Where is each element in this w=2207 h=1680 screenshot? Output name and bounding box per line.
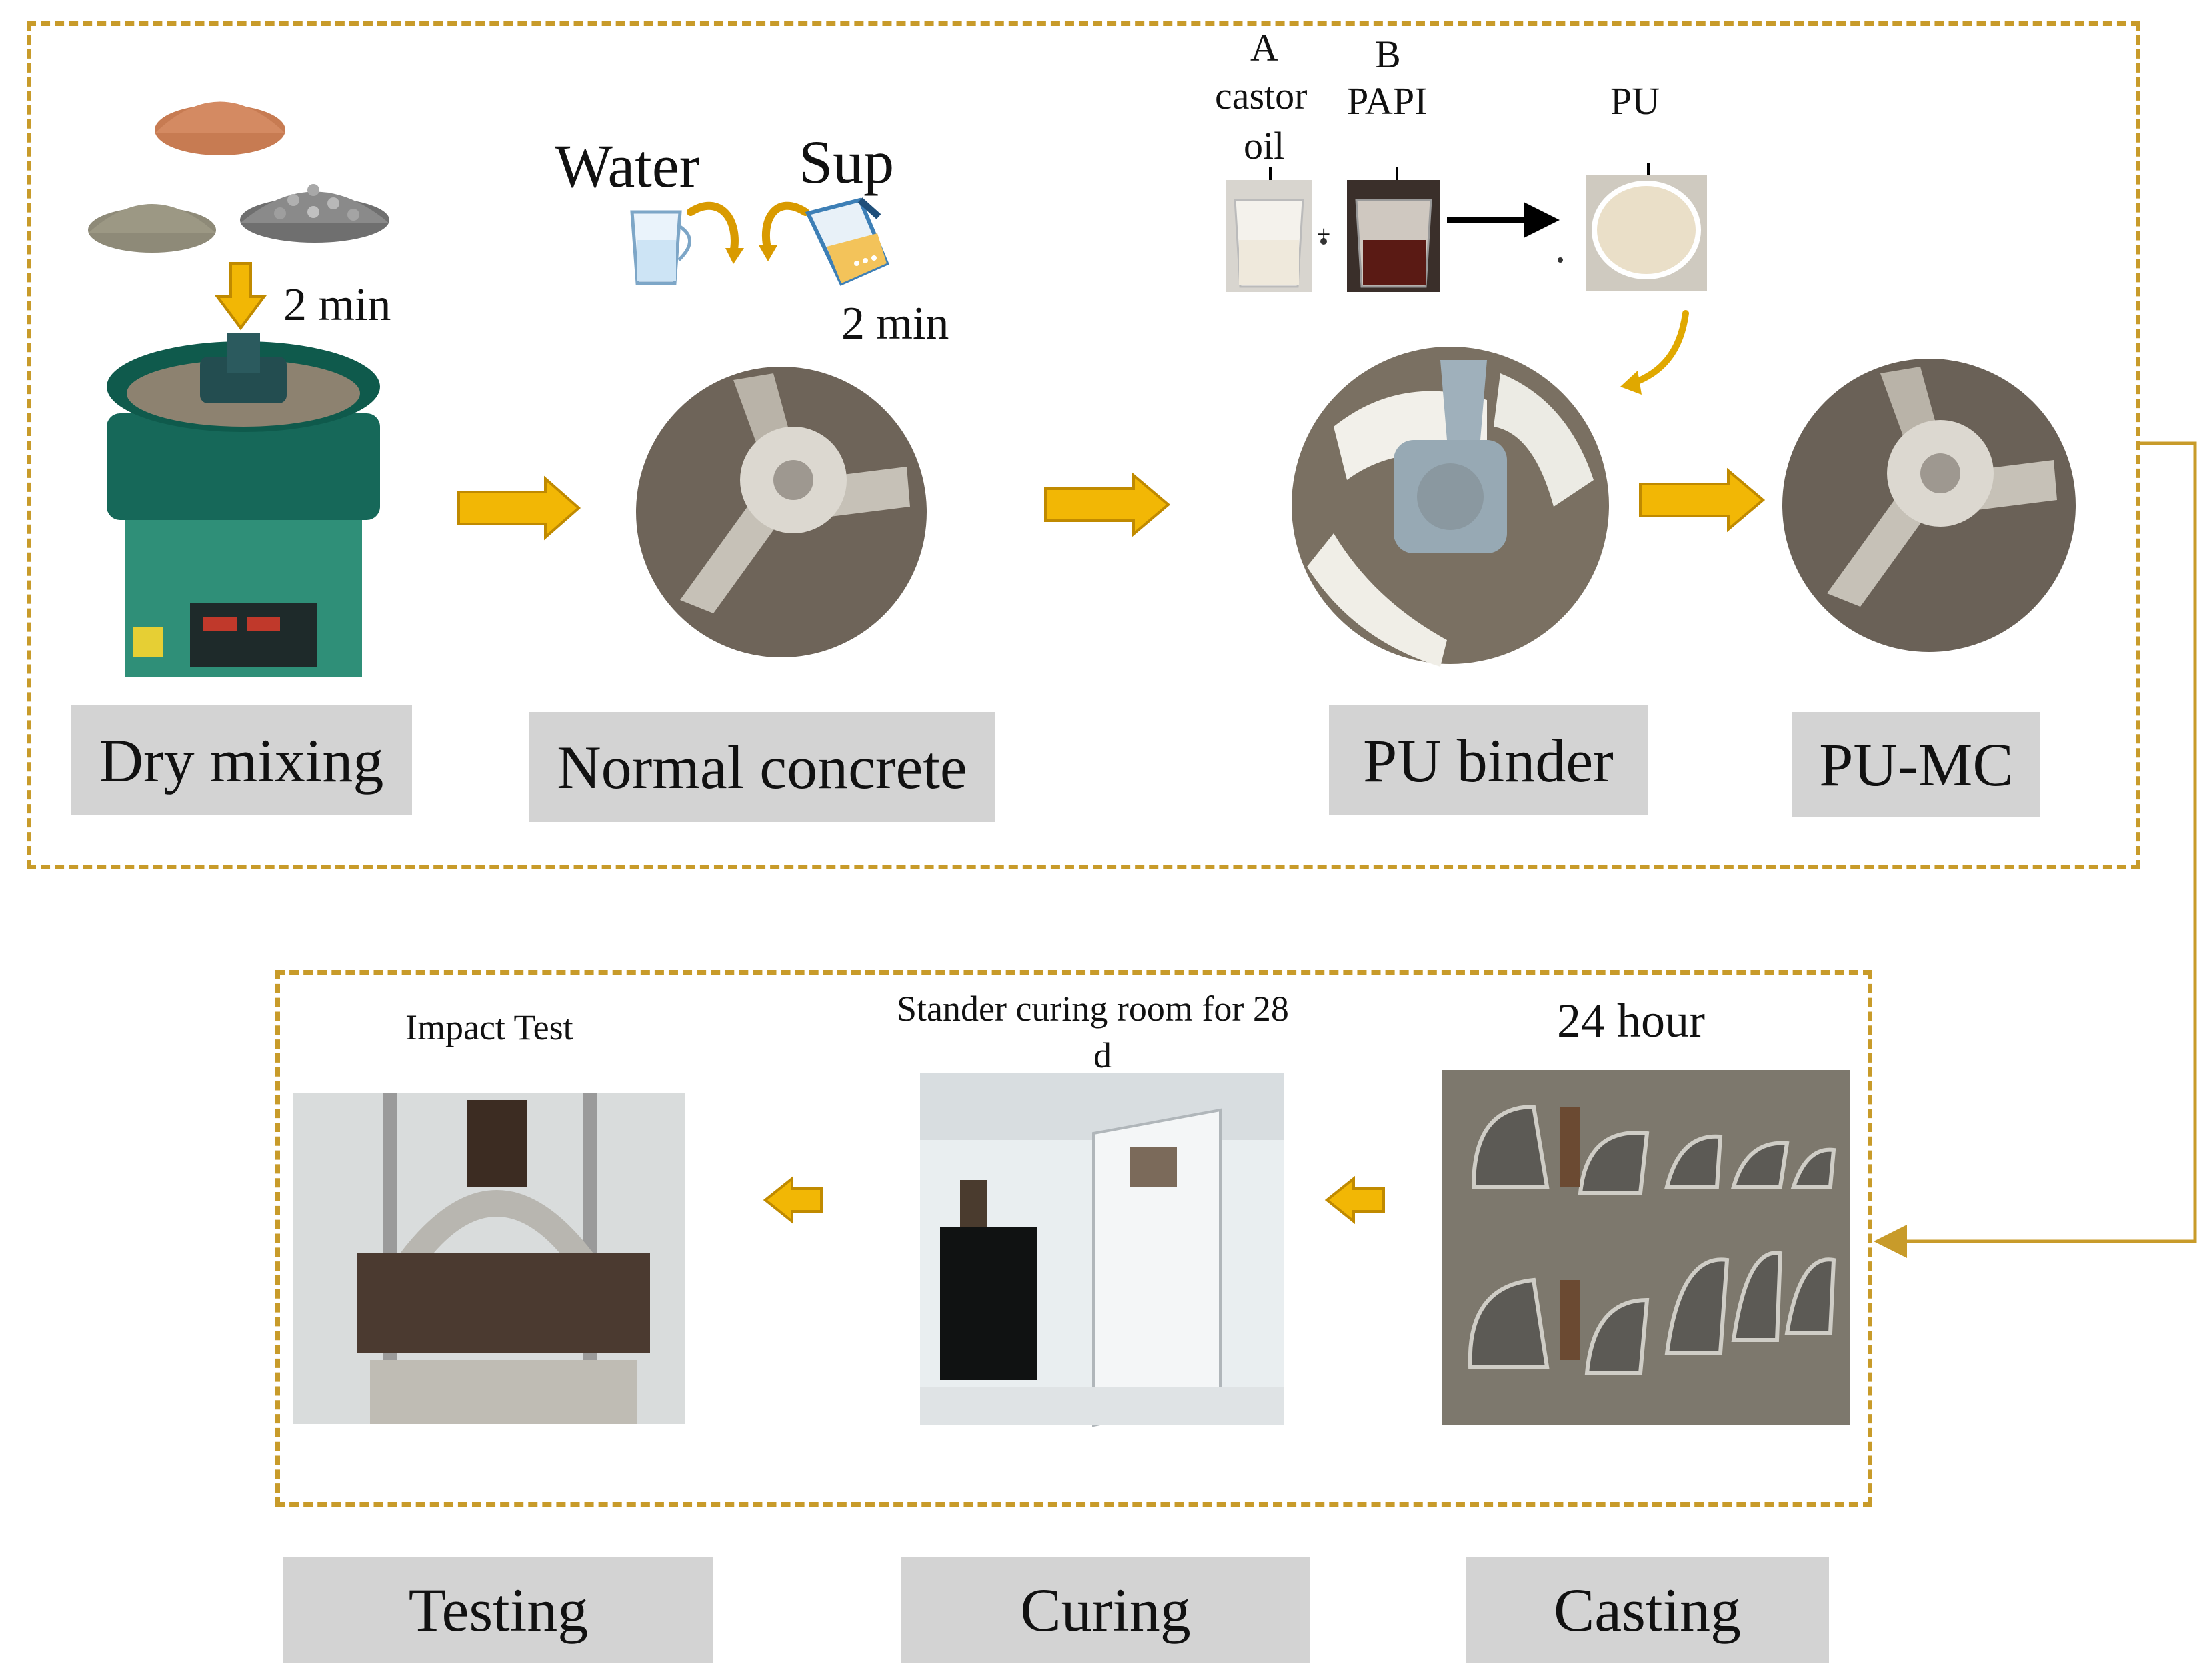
- curing-room-photo: [920, 1073, 1284, 1427]
- mixer-machine-illustration: [107, 333, 380, 677]
- stage-dry-mixing: Dry mixing: [71, 705, 412, 815]
- component-b-name: PAPI: [1347, 79, 1428, 123]
- stage-testing: Testing: [283, 1557, 713, 1663]
- papi-cup-photo: [1347, 180, 1440, 292]
- cement-pile-illustration: [88, 204, 216, 253]
- arrow-right-icon: [1639, 467, 1766, 533]
- bottom-process-frame: [275, 970, 1872, 1507]
- component-a-letter: A: [1250, 26, 1278, 69]
- sup-label: Sup: [799, 128, 895, 196]
- pu-label: PU: [1610, 79, 1660, 123]
- pu-binder-photo: [1292, 347, 1609, 667]
- impact-test-photo: [293, 1093, 685, 1424]
- arrow-down-icon: [215, 262, 267, 331]
- gravel-pile-illustration: [240, 184, 389, 243]
- sand-pile-illustration: [155, 101, 285, 155]
- curing-caption-line1: Stander curing room for 28: [897, 989, 1289, 1029]
- plus-sign: +: [1317, 221, 1331, 247]
- castor-oil-cup-photo: [1226, 180, 1312, 292]
- section-connector-line: [1874, 441, 2197, 1258]
- arrow-right-icon: [457, 475, 581, 541]
- stage-pu-binder-text: PU binder: [1363, 726, 1614, 795]
- stage-testing-text: Testing: [408, 1576, 589, 1644]
- arrow-left-icon: [1324, 1175, 1385, 1225]
- stage-normal-concrete-text: Normal concrete: [557, 733, 967, 801]
- curved-arrow-icon: [1629, 310, 1689, 387]
- pu-mc-photo: [1780, 356, 2078, 655]
- stage-dry-mixing-text: Dry mixing: [99, 726, 384, 795]
- normal-concrete-photo: [633, 364, 929, 660]
- component-a-name-line1: castor: [1215, 74, 1308, 117]
- stage-curing-text: Curing: [1020, 1576, 1191, 1644]
- casting-molds-photo: [1442, 1070, 1850, 1425]
- top-process-frame: [27, 21, 2140, 869]
- arrow-left-icon: [763, 1175, 823, 1225]
- pu-cup-photo: [1586, 175, 1707, 291]
- stage-pu-mc-text: PU-MC: [1819, 730, 2014, 799]
- water-label: Water: [555, 132, 700, 200]
- component-a-name-line2: oil: [1244, 124, 1285, 167]
- impact-test-caption: Impact Test: [405, 1007, 573, 1047]
- stage-casting-text: Casting: [1553, 1576, 1742, 1644]
- stage-pu-mc: PU-MC: [1792, 712, 2040, 817]
- arrow-right-icon: [1044, 472, 1171, 537]
- curved-arrow-icon: [761, 201, 809, 255]
- curing-caption-line2: d: [1093, 1035, 1112, 1075]
- curved-arrow-icon: [687, 201, 739, 257]
- stage-pu-binder: PU binder: [1329, 705, 1648, 815]
- sup-jug-icon: [805, 197, 889, 286]
- stage-normal-concrete: Normal concrete: [529, 712, 995, 822]
- water-jug-icon: [630, 210, 691, 285]
- stage-casting: Casting: [1466, 1557, 1829, 1663]
- component-b-letter: B: [1375, 33, 1401, 76]
- wet-mix-time-label: 2 min: [841, 298, 949, 349]
- stage-curing: Curing: [901, 1557, 1310, 1663]
- dry-mix-time-label: 2 min: [283, 279, 391, 331]
- casting-caption: 24 hour: [1557, 994, 1705, 1047]
